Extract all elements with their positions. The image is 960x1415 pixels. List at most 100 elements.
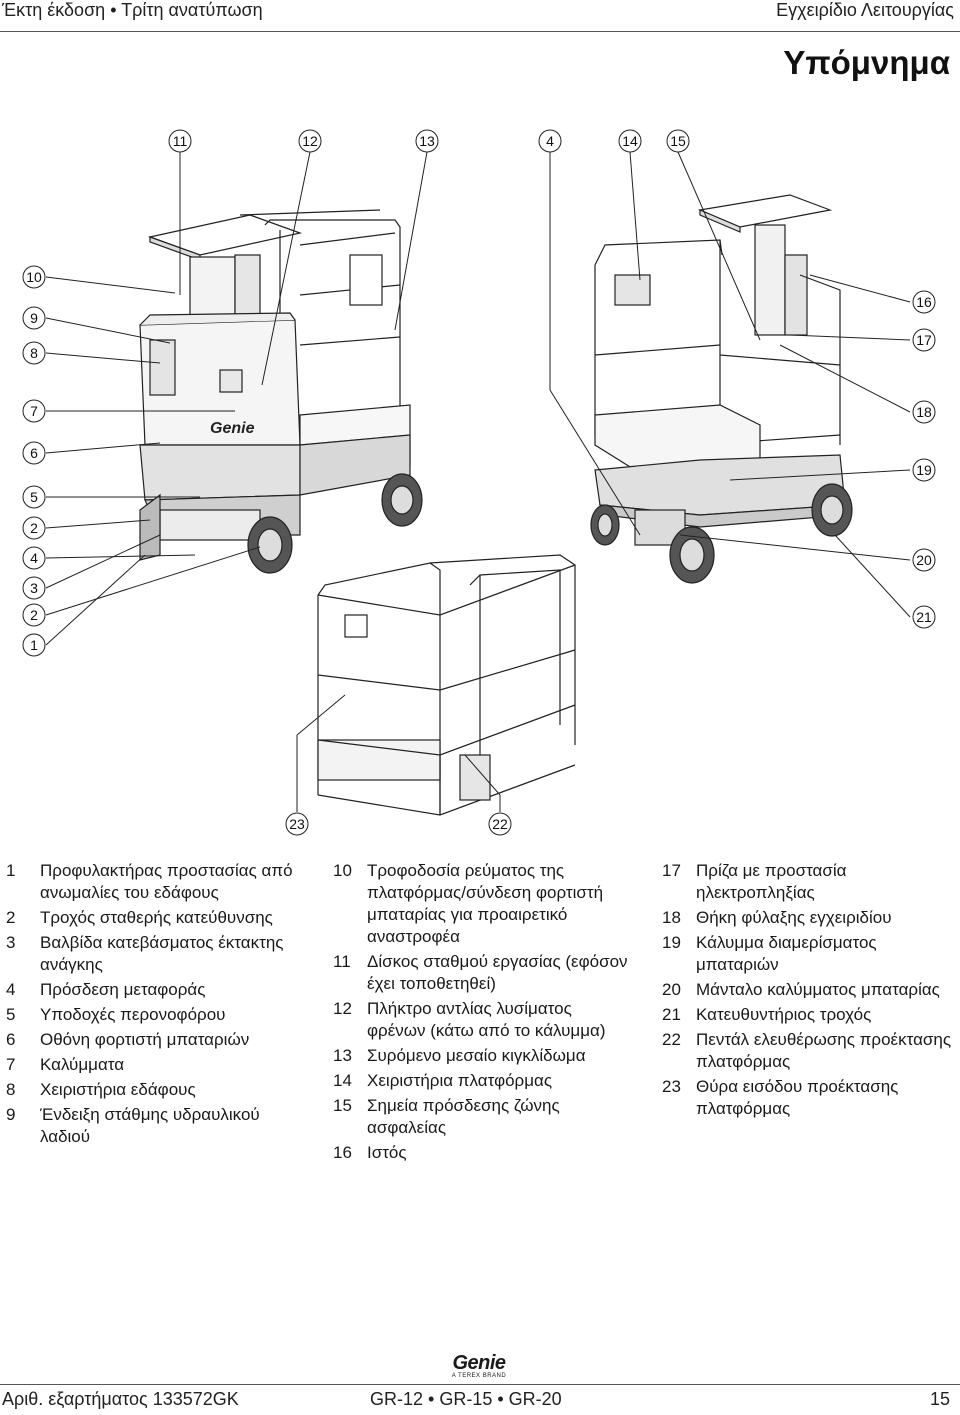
legend-item: 12 Πλήκτρο αντλίας λυσίματος φρένων (κάτω… [333,998,633,1042]
machine-diagram: Genie [22,129,936,836]
svg-text:Genie: Genie [210,420,255,437]
legend-text: Ένδειξη στάθμης υδραυλικού λαδιού [40,1105,260,1146]
legend-number: 12 [333,999,352,1018]
callout-21: 21 [912,605,936,629]
legend-number: 19 [662,933,681,952]
legend-text: Μάνταλο καλύμματος μπαταρίας [696,980,940,999]
callout-8: 8 [22,341,46,365]
svg-text:15: 15 [670,133,686,149]
svg-text:10: 10 [26,269,42,285]
legend-number: 9 [6,1105,16,1124]
left-machine-drawing: Genie [139,209,423,574]
legend-text: Καλύμματα [40,1055,125,1074]
svg-text:14: 14 [622,133,638,149]
footer-divider [0,1384,960,1385]
legend-text: Πρόσδεση μεταφοράς [40,980,206,999]
logo-subtitle: A TEREX BRAND [451,1373,507,1379]
callout-20: 20 [912,548,936,572]
legend-item: 1 Προφυλακτήρας προστασίας από ανωμαλίες … [6,860,306,904]
svg-text:21: 21 [916,609,932,625]
legend-text: Συρόμενο μεσαίο κιγκλίδωμα [367,1046,586,1065]
legend-item: 19 Κάλυμμα διαμερίσματος μπαταριών [662,932,957,976]
legend-number: 22 [662,1030,681,1049]
svg-text:18: 18 [916,404,932,420]
legend-number: 21 [662,1005,681,1024]
svg-text:4: 4 [546,133,554,149]
legend-number: 23 [662,1077,681,1096]
callout-2-lower: 2 [22,603,46,627]
callout-10: 10 [22,265,46,289]
svg-text:6: 6 [30,445,38,461]
legend-text: Χειριστήρια εδάφους [40,1080,196,1099]
legend-item: 5 Υποδοχές περονοφόρου [6,1004,306,1026]
svg-text:3: 3 [30,580,38,596]
legend-number: 5 [6,1005,16,1024]
legend-number: 8 [6,1080,16,1099]
legend-text: Πρίζα με προστασία ηλεκτροπληξίας [696,861,847,902]
legend-number: 10 [333,861,352,880]
svg-text:7: 7 [30,403,38,419]
svg-text:11: 11 [173,133,188,149]
legend-item: 13 Συρόμενο μεσαίο κιγκλίδωμα [333,1045,633,1067]
header-edition: Έκτη έκδοση • Τρίτη ανατύπωση [2,0,263,20]
svg-text:22: 22 [492,816,508,832]
callout-9: 9 [22,306,46,330]
svg-text:17: 17 [916,332,932,348]
legend-number: 2 [6,908,16,927]
header-divider [0,31,960,32]
legend-text: Δίσκος σταθμού εργασίας (εφόσον έχει τοπ… [367,952,628,993]
callout-12: 12 [298,129,322,153]
legend-text: Πεντάλ ελευθέρωσης προέκτασης πλατφόρμας [696,1030,952,1071]
legend-item: 9 Ένδειξη στάθμης υδραυλικού λαδιού [6,1104,306,1148]
legend-number: 3 [6,933,16,952]
callout-11: 11 [168,129,192,153]
legend-text: Υποδοχές περονοφόρου [40,1005,226,1024]
legend-number: 6 [6,1030,16,1049]
callout-4-left: 4 [22,546,46,570]
callout-1: 1 [22,633,46,657]
footer-models: GR-12 • GR-15 • GR-20 [370,1389,562,1409]
svg-text:19: 19 [916,462,932,478]
legend-column-2: 10 Τροφοδοσία ρεύματος της πλατφόρμας/σύν… [333,860,633,1167]
callout-17: 17 [912,328,936,352]
callout-4-top: 4 [538,129,562,153]
leader-lines [45,151,911,812]
legend-item: 23 Θύρα εισόδου προέκτασης πλατφόρμας [662,1076,957,1120]
legend-number: 14 [333,1071,352,1090]
legend-text: Θήκη φύλαξης εγχειριδίου [696,908,892,927]
legend-text: Κάλυμμα διαμερίσματος μπαταριών [696,933,877,974]
svg-text:8: 8 [30,345,38,361]
svg-text:2: 2 [30,520,38,536]
svg-text:1: 1 [30,637,38,653]
legend-text: Τροφοδοσία ρεύματος της πλατφόρμας/σύνδε… [367,861,604,946]
legend-number: 15 [333,1096,352,1115]
svg-text:9: 9 [30,310,38,326]
legend-text: Θύρα εισόδου προέκτασης πλατφόρμας [696,1077,899,1118]
logo-brand: Genie [452,1352,506,1374]
legend-text: Πλήκτρο αντλίας λυσίματος φρένων (κάτω α… [367,999,606,1040]
platform-extension-drawing [317,554,576,816]
legend-text: Προφυλακτήρας προστασίας από ανωμαλίες τ… [40,861,293,902]
callout-6: 6 [22,441,46,465]
svg-text:2: 2 [30,607,38,623]
legend-column-1: 1 Προφυλακτήρας προστασίας από ανωμαλίες … [6,860,306,1151]
legend-text: Ιστός [367,1143,407,1162]
svg-text:23: 23 [289,816,305,832]
legend-number: 1 [6,861,16,880]
legend-text: Τροχός σταθερής κατεύθυνσης [40,908,273,927]
legend-number: 13 [333,1046,352,1065]
callout-5: 5 [22,485,46,509]
callout-7: 7 [22,399,46,423]
legend-number: 11 [333,952,351,971]
right-machine-drawing [590,194,853,584]
legend-item: 2 Τροχός σταθερής κατεύθυνσης [6,907,306,929]
page-number: 15 [929,1389,950,1409]
svg-text:16: 16 [916,294,932,310]
legend-number: 18 [662,908,681,927]
